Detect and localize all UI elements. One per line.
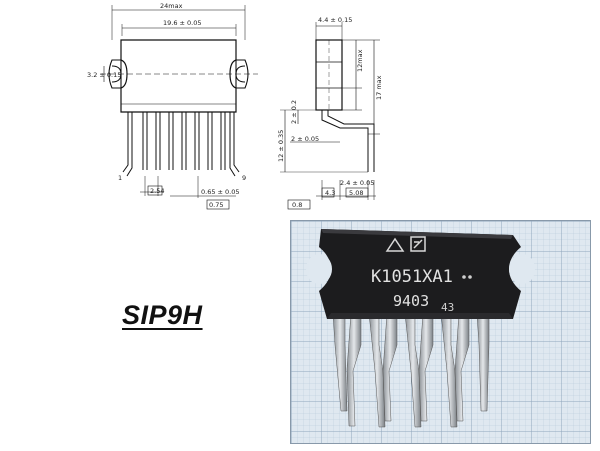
marking-lot-code: 43 [441, 301, 454, 314]
ic-leads [332, 312, 490, 428]
marking-date-code: 9403 [393, 292, 429, 310]
dim-lead-width: 0.65 ± 0.05 [201, 188, 240, 196]
side-view [280, 22, 380, 210]
dim-pitch: 2.54 [150, 187, 164, 195]
dim-side-b: 5.08 [349, 189, 363, 197]
dim-side-tolerance: 0.8 [292, 201, 302, 209]
dim-lead-tolerance: 0.75 [209, 201, 223, 209]
ic-body [306, 229, 535, 319]
dim-lead-offset: 2 ± 0.05 [291, 135, 319, 143]
dim-overall-width: 24max [160, 2, 183, 10]
dim-side-c: 2.4 ± 0.05 [340, 179, 374, 187]
front-leads [122, 112, 240, 177]
photo-canvas: К1051ХА1 9403 43 [291, 221, 590, 443]
marking-dot-icon [468, 275, 472, 279]
manufacturer-logo-icon [410, 236, 426, 252]
triangle-logo-icon [385, 237, 405, 252]
dim-side-thickness: 4.4 ± 0.15 [318, 16, 352, 24]
front-view [100, 5, 258, 210]
dim-overall-height: 17 max [375, 75, 383, 100]
package-title: SIP9H [122, 300, 203, 330]
dim-side-a: 4.3 [325, 189, 335, 197]
dim-mount-hole: 3.2 ± 0.15 [87, 71, 121, 79]
pin-last-label: 9 [242, 174, 246, 182]
marking-part-number: К1051ХА1 [371, 267, 453, 287]
pin-first-label: 1 [118, 174, 122, 182]
dim-bend: 2 ± 0.2 [290, 100, 298, 124]
dim-body-width: 19.6 ± 0.05 [163, 19, 202, 27]
marking-dot-icon [462, 275, 466, 279]
dim-lead-length: 12 ± 0.35 [277, 130, 285, 162]
component-photo: К1051ХА1 9403 43 [290, 220, 591, 444]
dim-body-height: 12max [356, 49, 364, 72]
